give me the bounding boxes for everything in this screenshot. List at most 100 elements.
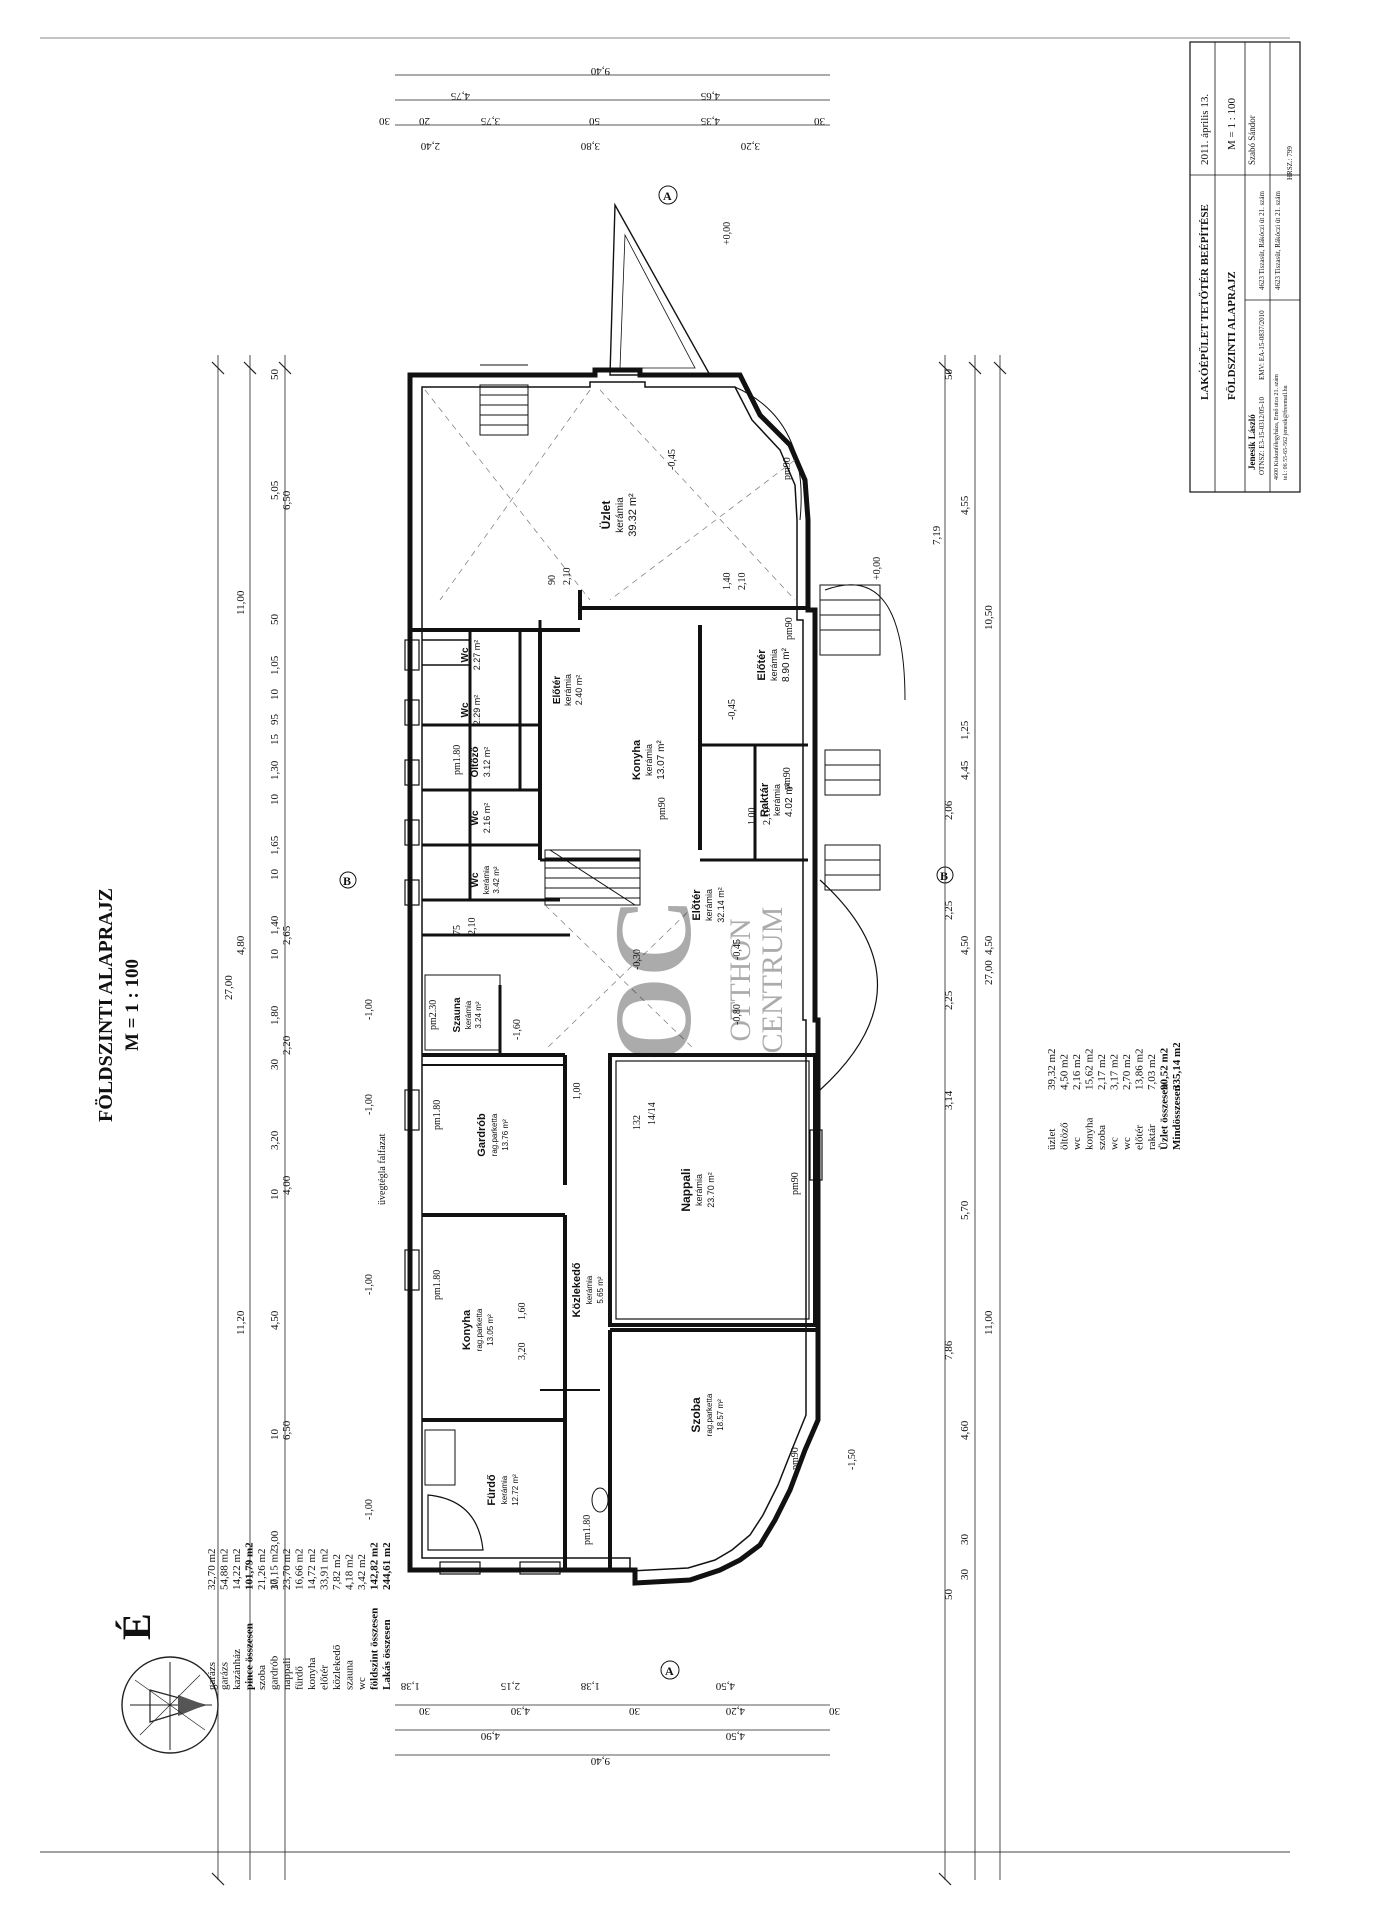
svg-text:2.16 m²: 2.16 m² [482,803,492,834]
area-row-value: 3,42 m2 [356,1554,368,1590]
shop-area-row-value: 7,03 m2 [1146,1054,1158,1090]
svg-text:132: 132 [632,1115,643,1130]
svg-text:-1,60: -1,60 [512,1019,523,1040]
svg-text:4,20: 4,20 [725,1705,745,1717]
area-row-name: nappali [281,1658,293,1690]
svg-text:50: 50 [943,1589,955,1601]
svg-text:pm2.30: pm2.30 [428,1000,439,1030]
svg-text:4,00: 4,00 [281,1175,293,1195]
svg-text:Szoba: Szoba [689,1397,703,1433]
svg-text:kerámia: kerámia [615,497,626,533]
svg-text:Előtér: Előtér [691,889,703,921]
svg-text:3.42 m²: 3.42 m² [492,866,501,893]
svg-text:2,06: 2,06 [943,800,955,820]
sheet-scale: M = 1 : 100 [1226,97,1238,150]
area-row-name: előtér [319,1665,331,1690]
svg-text:13.07 m²: 13.07 m² [656,740,667,780]
dimension-lines [211,74,1007,1886]
room-uzlet: Üzlet kerámia 39.32 m² [598,493,639,537]
svg-text:6,50: 6,50 [281,1420,293,1440]
svg-text:EMV: EA-15-0837/2010: EMV: EA-15-0837/2010 [1258,310,1266,380]
svg-text:A: A [665,1664,674,1678]
shop-area-row-value: 13,86 m2 [1134,1048,1146,1090]
svg-text:Wc: Wc [470,810,481,825]
area-row-value: 244,61 m2 [381,1542,393,1590]
svg-text:27,00: 27,00 [983,960,995,985]
svg-text:10: 10 [269,949,281,961]
svg-text:kerámia: kerámia [644,744,654,776]
area-row-value: 142,82 m2 [369,1542,381,1590]
shop-area-row-value: 4,50 m2 [1059,1054,1071,1090]
svg-text:-0,45: -0,45 [727,699,738,720]
svg-text:18.57 m²: 18.57 m² [716,1399,725,1431]
room-oltozo: Öltöző 3.12 m² [468,746,492,777]
shop-area-row-name: wc [1071,1137,1083,1150]
svg-text:A: A [663,189,672,203]
building-walls [404,202,906,1586]
svg-text:3,20: 3,20 [517,1343,528,1361]
svg-text:30: 30 [959,1569,971,1581]
svg-text:3,75: 3,75 [480,115,500,127]
area-row-value: 4,18 m2 [344,1554,356,1590]
svg-text:pm90: pm90 [782,457,793,480]
svg-text:13.76 m²: 13.76 m² [501,1119,510,1151]
svg-text:tel.: 06 55-65-562 jenesik@fr: tel.: 06 55-65-562 jenesik@freemail.hu [1282,385,1289,480]
svg-text:4623 Tiszasüt, Rákóczi út 21.: 4623 Tiszasüt, Rákóczi út 21. szám [1274,190,1282,290]
title-block: LAKÓÉPÜLET TETŐTÉR BEÉPÍTÉSE 2011. ápril… [1189,41,1301,493]
svg-text:2,20: 2,20 [281,1035,293,1055]
shop-area-row-name: szoba [1096,1125,1108,1150]
svg-text:10: 10 [269,794,281,806]
svg-text:3.24 m²: 3.24 m² [474,1001,483,1028]
room-eloter-small: Előtér kerámia 2.40 m² [552,674,584,706]
area-row-value: 32,70 m2 [206,1548,218,1590]
svg-text:3,20: 3,20 [269,1130,281,1150]
svg-text:15: 15 [269,734,281,746]
svg-text:3,20: 3,20 [740,140,760,152]
room-konyha-shop: Konyha kerámia 13.07 m² [631,739,667,780]
svg-text:Előtér: Előtér [756,649,768,681]
svg-text:4,50: 4,50 [959,935,971,955]
drawing-scale: M = 1 : 100 [122,959,143,1051]
svg-text:30: 30 [814,115,826,127]
area-row-name: szauna [344,1660,356,1690]
svg-text:pm90: pm90 [657,797,668,820]
svg-text:2,25: 2,25 [943,900,955,920]
svg-text:-1,00: -1,00 [364,999,375,1020]
svg-text:30: 30 [269,1059,281,1071]
svg-text:75: 75 [452,925,463,935]
project-date: 2011. április 13. [1199,94,1211,165]
svg-text:3.12 m²: 3.12 m² [482,747,492,778]
area-row-value: 33,91 m2 [319,1548,331,1590]
area-row-name: wc [356,1677,368,1690]
area-row-value: 7,82 m2 [331,1554,343,1590]
svg-text:11,20: 11,20 [235,1310,247,1335]
svg-text:Raktár: Raktár [759,782,771,817]
room-konyha-flat: Konyha rag.parketta 13.05 m² [461,1308,495,1351]
room-kozlekedo: Közlekedő kerámia 5.65 m² [571,1262,605,1317]
svg-text:4,75: 4,75 [450,90,470,102]
svg-text:B: B [343,874,351,888]
svg-text:50: 50 [269,614,281,626]
svg-text:B: B [940,869,948,883]
svg-text:2,10: 2,10 [562,568,573,586]
north-label: É [114,1613,159,1640]
area-row-value: 101,79 m2 [244,1542,256,1590]
shop-area-row-name: wc [1109,1137,1121,1150]
svg-text:1,38: 1,38 [400,1680,420,1692]
project-title: LAKÓÉPÜLET TETŐTÉR BEÉPÍTÉSE [1198,204,1211,400]
svg-text:pm1.80: pm1.80 [432,1270,443,1300]
svg-text:30: 30 [269,1579,281,1591]
sheet-title: FÖLDSZINTI ALAPRAJZ [1225,271,1238,400]
svg-text:kerámia: kerámia [500,1475,509,1504]
svg-text:14/14: 14/14 [647,1102,658,1125]
svg-text:kerámia: kerámia [694,1174,704,1206]
svg-text:-0,45: -0,45 [732,939,743,960]
svg-text:Közlekedő: Közlekedő [571,1262,583,1317]
svg-text:1,40: 1,40 [722,573,733,591]
door-marks: 90 2,10 1,40 2,10 1,00 2,10 75 2,10 1,00… [452,568,773,1361]
svg-text:10: 10 [269,689,281,701]
svg-text:1,38: 1,38 [580,1680,600,1692]
svg-text:4623 Tiszasüt, Rákóczi út 21.: 4623 Tiszasüt, Rákóczi út 21. szám [1258,190,1266,290]
shop-hatching [424,389,796,1051]
